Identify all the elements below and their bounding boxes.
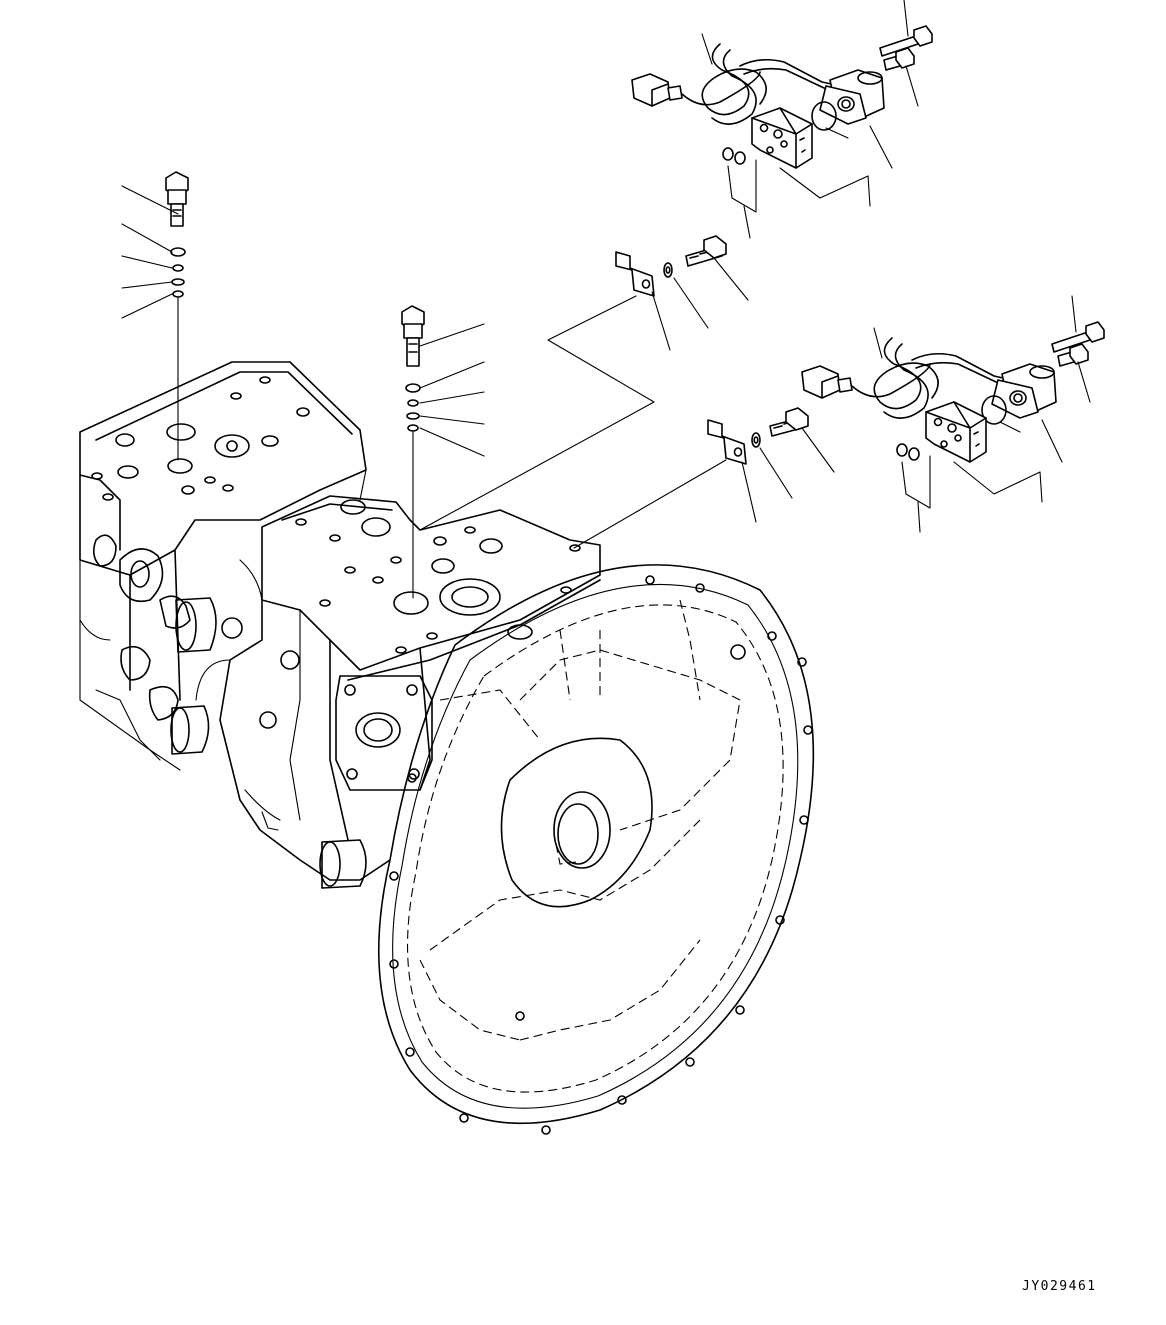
o-ring bbox=[407, 424, 419, 432]
plug-center bbox=[401, 305, 485, 599]
o-ring bbox=[811, 101, 837, 131]
o-ring bbox=[896, 443, 908, 457]
solenoid-valve-upper bbox=[631, 0, 933, 239]
o-ring bbox=[171, 278, 185, 286]
bracket bbox=[615, 251, 655, 297]
bracket-leaders bbox=[419, 295, 727, 549]
o-ring bbox=[405, 383, 421, 393]
solenoid-valve-lower bbox=[801, 295, 1105, 533]
flywheel-housing bbox=[378, 564, 815, 1135]
connector bbox=[801, 365, 841, 399]
plug-left bbox=[121, 171, 189, 461]
o-ring bbox=[981, 395, 1007, 425]
o-ring bbox=[170, 247, 186, 257]
bracket-group-lower bbox=[707, 407, 835, 523]
washer bbox=[751, 432, 761, 448]
o-ring bbox=[734, 151, 746, 165]
o-ring bbox=[406, 412, 420, 420]
o-ring bbox=[407, 399, 419, 407]
rim-bolt-holes bbox=[389, 575, 813, 1135]
connector bbox=[631, 73, 671, 107]
o-ring bbox=[722, 147, 734, 161]
bracket-group-upper bbox=[615, 235, 749, 351]
o-ring bbox=[172, 264, 184, 272]
bracket bbox=[707, 419, 747, 465]
pump-assembly bbox=[79, 361, 601, 889]
o-ring bbox=[908, 447, 920, 461]
washer bbox=[663, 262, 673, 278]
drawing-id-label: JY029461 bbox=[1022, 1279, 1097, 1294]
o-ring bbox=[172, 290, 184, 298]
